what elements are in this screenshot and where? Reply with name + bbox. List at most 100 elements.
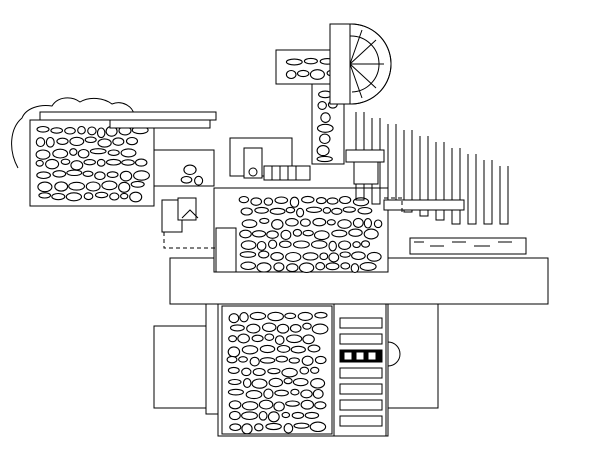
stone — [130, 180, 145, 188]
stone — [241, 367, 252, 377]
lower-patio — [153, 325, 209, 409]
stone — [35, 137, 46, 148]
stone — [125, 136, 139, 146]
stone — [258, 399, 274, 410]
stone — [70, 160, 84, 171]
stone — [331, 207, 343, 215]
stone — [241, 219, 258, 229]
stone — [45, 158, 60, 170]
stone — [83, 159, 96, 166]
stone — [229, 423, 242, 432]
stone — [242, 378, 252, 388]
stone — [84, 136, 97, 144]
stone — [302, 322, 312, 330]
patio-step-curve — [387, 341, 401, 367]
stone — [77, 125, 86, 135]
stone — [238, 195, 250, 204]
west-parapet — [39, 111, 217, 129]
trellis-fin — [467, 154, 477, 225]
chimney-core-stones — [180, 164, 204, 186]
stone — [285, 206, 296, 214]
stone — [50, 127, 64, 134]
stone — [239, 251, 257, 258]
stone — [36, 125, 50, 133]
stone — [101, 180, 118, 191]
stone — [312, 388, 324, 399]
stone — [338, 195, 352, 205]
trellis-fin — [435, 142, 445, 221]
stone — [283, 377, 293, 385]
stone — [60, 158, 71, 165]
stone — [241, 401, 259, 411]
stone — [85, 181, 101, 192]
south-wing-wall-stones — [226, 311, 329, 435]
stone — [259, 357, 276, 364]
stone — [68, 181, 86, 191]
trellis-fin — [483, 160, 493, 225]
stone — [37, 181, 53, 193]
stone — [239, 312, 249, 323]
stone — [265, 422, 282, 431]
stone — [274, 389, 289, 397]
stone — [286, 263, 299, 273]
east-ledge-hatch — [414, 241, 512, 247]
stone — [316, 123, 334, 133]
stone — [264, 333, 275, 341]
stone — [304, 411, 320, 419]
trellis-fin — [419, 136, 429, 217]
stone — [314, 311, 328, 319]
stone — [340, 262, 351, 270]
stone — [350, 263, 360, 274]
stone — [301, 355, 314, 366]
stone — [289, 324, 302, 333]
stone — [251, 334, 264, 343]
stone — [267, 239, 278, 250]
stone — [227, 388, 244, 396]
stone — [357, 206, 373, 215]
stone — [259, 344, 276, 354]
stone — [54, 181, 69, 192]
stone — [69, 148, 78, 156]
stone — [121, 159, 135, 166]
stone — [246, 323, 261, 334]
stone — [319, 252, 329, 261]
stone — [38, 192, 52, 199]
stone — [97, 138, 112, 148]
stone — [286, 334, 303, 344]
stone — [107, 149, 120, 156]
trellis-fin — [387, 124, 397, 209]
stone — [293, 422, 310, 429]
stone — [259, 217, 270, 224]
stone — [240, 240, 257, 250]
stone — [254, 423, 264, 432]
stone — [281, 367, 298, 378]
stone — [301, 195, 315, 204]
stone — [310, 378, 326, 389]
stone — [328, 252, 340, 263]
stone — [305, 206, 323, 213]
stone — [276, 323, 290, 334]
stone — [299, 218, 311, 227]
stone — [251, 378, 268, 389]
stone — [119, 170, 133, 182]
stone — [296, 69, 310, 78]
stone — [280, 229, 292, 241]
stone — [309, 421, 327, 433]
stone — [300, 389, 313, 399]
stone — [36, 171, 51, 180]
stone — [258, 410, 268, 421]
stone — [331, 229, 348, 238]
stone — [302, 334, 315, 345]
stone — [285, 218, 299, 227]
stone — [51, 192, 66, 201]
stone — [310, 366, 320, 374]
stone — [133, 170, 150, 181]
stone — [326, 197, 339, 205]
east-patio — [387, 303, 439, 409]
trellis-beam — [383, 199, 465, 211]
stone — [52, 170, 67, 178]
stone — [228, 378, 242, 386]
central-hearth-mass-stones — [238, 195, 383, 274]
stone — [278, 240, 292, 249]
stone — [94, 191, 109, 199]
